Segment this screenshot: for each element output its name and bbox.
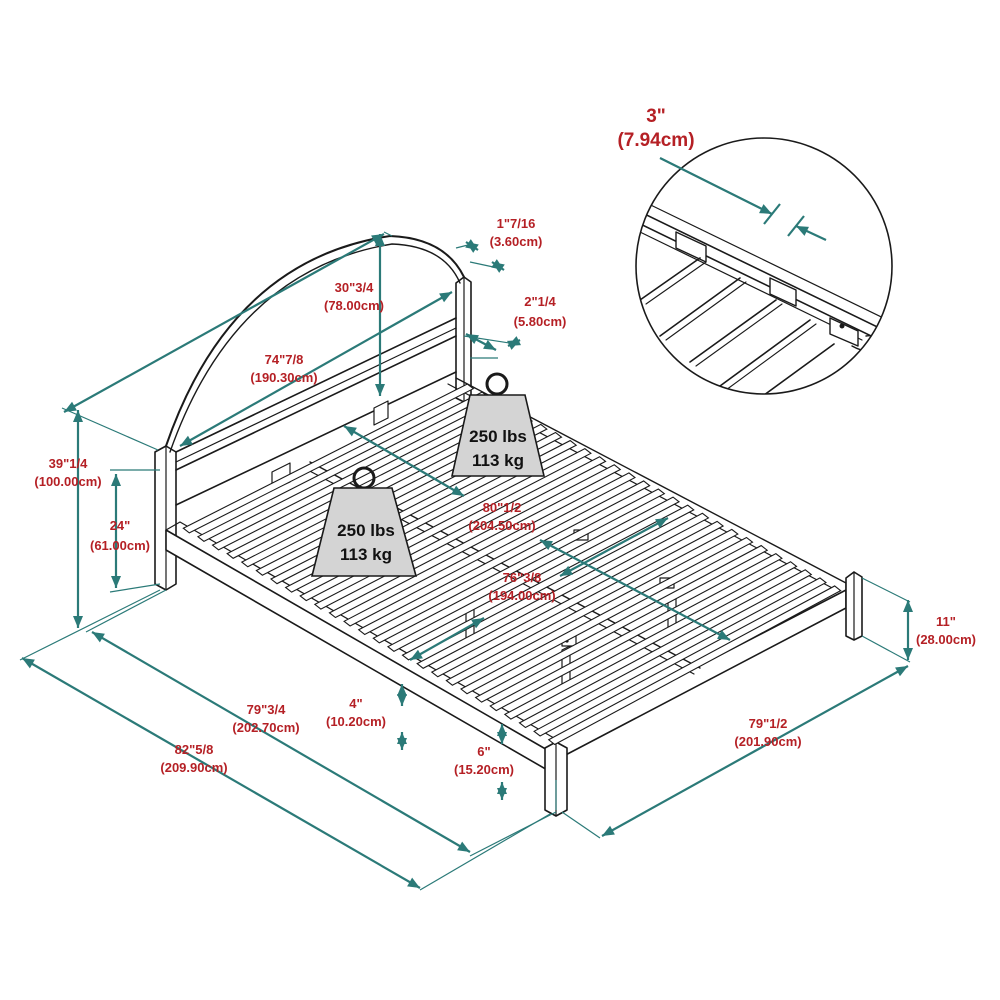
dimension-lines [19,157,913,891]
dim-inner-width [91,631,471,853]
foot-height-in: 11" [936,614,956,629]
headboard-width-in: 74"7/8 [265,352,304,367]
slat [343,472,636,627]
headboard [154,235,472,591]
slat [547,585,842,746]
rail-height-cm: (15.20cm) [454,762,514,777]
foot-width-in: 79"1/2 [749,716,788,731]
weight-right: 250 lbs 113 kg [451,372,546,477]
dim-rail-height-bot [497,782,507,800]
headboard-panel-in: 24" [110,518,131,533]
dim-inner-length-a [409,617,485,661]
dim-rail-height-top [497,724,507,744]
weight-left: 250 lbs 113 kg [310,466,418,577]
total-length-in: 80"1/2 [483,500,522,515]
slat [459,536,754,695]
dim-detail-thickness [659,157,827,241]
total-width-cm: (209.90cm) [160,760,227,775]
slat [357,480,651,636]
dim-total-length-a [343,425,465,497]
weight-left-lbs: 250 lbs [337,521,395,540]
dim-post-depth-b [507,336,521,350]
headboard-arc-in: 30"3/4 [335,280,374,295]
dim-foot-height [903,600,913,660]
slat [416,512,710,669]
inner-length-in: 76"3/8 [503,570,542,585]
total-height-cm: (100.00cm) [34,474,101,489]
foot-height-cm: (28.00cm) [916,632,976,647]
dim-headboard-width [179,291,453,447]
dim-headboard-panel [111,474,121,588]
weight-right-kg: 113 kg [472,451,524,470]
slat [182,383,475,534]
post-width-cm: (3.60cm) [490,234,543,249]
detail-thickness-in: 3" [646,106,666,127]
rail-height-in: 6" [477,744,490,759]
total-height-in: 39"1/4 [49,456,88,471]
foot-width-cm: (201.90cm) [734,734,801,749]
inner-width-in: 79"3/4 [247,702,286,717]
slat [533,577,827,737]
slat [386,496,681,653]
dim-post-depth-a [465,333,497,351]
inner-length-cm: (194.00cm) [488,588,555,603]
post-depth-cm: (5.80cm) [514,314,567,329]
headboard-arc-cm: (78.00cm) [324,298,384,313]
detail-thickness-cm: (7.94cm) [617,130,694,151]
dim-headboard-arc [375,234,385,396]
dim-total-length-b [539,539,731,641]
slat [474,544,769,703]
weight-left-kg: 113 kg [340,545,392,564]
slat [503,561,798,720]
clearance-cm: (10.20cm) [326,714,386,729]
dim-post-width-b [491,259,505,273]
slat-detail-inset [635,137,893,395]
dim-inner-length-b [559,517,669,577]
weight-right-lbs: 250 lbs [469,427,527,446]
dimension-labels: 3" (7.94cm) 1"7/16 (3.60cm) 2"1/4 (5.80c… [34,106,976,777]
dim-post-width-a [465,239,479,253]
slat [328,464,622,619]
post-width-in: 1"7/16 [497,216,536,231]
headboard-panel-cm: (61.00cm) [90,538,150,553]
slat [372,488,666,644]
dim-foot-width [601,665,909,837]
dim-clearance-bot [397,732,407,750]
slat [489,553,783,712]
slat [430,520,725,678]
dim-total-width [21,657,421,889]
slat [445,528,739,686]
total-length-cm: (204.50cm) [468,518,535,533]
inner-width-cm: (202.70cm) [232,720,299,735]
total-width-in: 82"5/8 [175,742,214,757]
post-depth-in: 2"1/4 [524,294,556,309]
dim-total-height [73,410,83,628]
slat [518,569,813,729]
headboard-width-cm: (190.30cm) [250,370,317,385]
dim-top-diagonal [63,233,385,413]
clearance-in: 4" [349,696,362,711]
dim-clearance-top [397,684,407,706]
